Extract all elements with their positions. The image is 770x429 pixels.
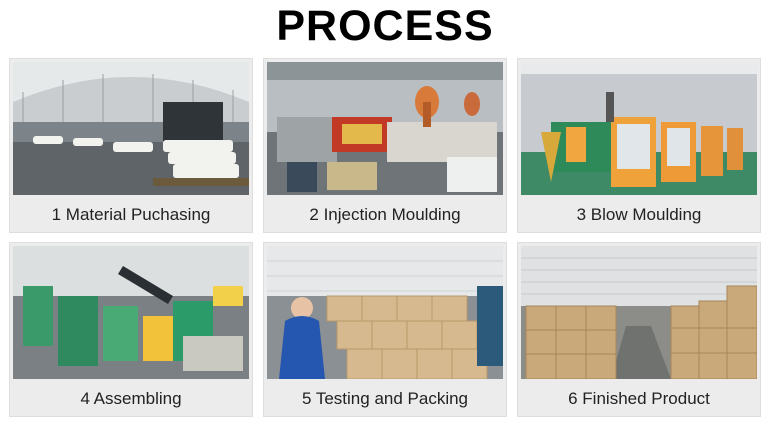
process-step-card: 3 Blow Moulding [517,58,761,233]
step-caption: 1 Material Puchasing [51,205,211,224]
step-caption: 4 Assembling [80,389,182,408]
process-step-card: 6 Finished Product [517,242,761,417]
warehouse-photo [13,62,249,195]
process-step-card: 1 Material Puchasing [9,58,253,233]
step-caption: 6 Finished Product [568,389,710,408]
assembly-line-photo [13,246,249,379]
blow-moulding-photo [521,62,757,195]
step-caption: 3 Blow Moulding [576,205,702,224]
finished-product-photo [521,246,757,379]
process-step-card: 2 Injection Moulding [263,58,507,233]
step-caption: 5 Testing and Packing [301,389,469,408]
process-step-card: 4 Assembling [9,242,253,417]
packing-photo [267,246,503,379]
step-caption: 2 Injection Moulding [309,205,461,224]
page-title: PROCESS [276,2,494,50]
injection-machine-photo [267,62,503,195]
process-step-card: 5 Testing and Packing [263,242,507,417]
